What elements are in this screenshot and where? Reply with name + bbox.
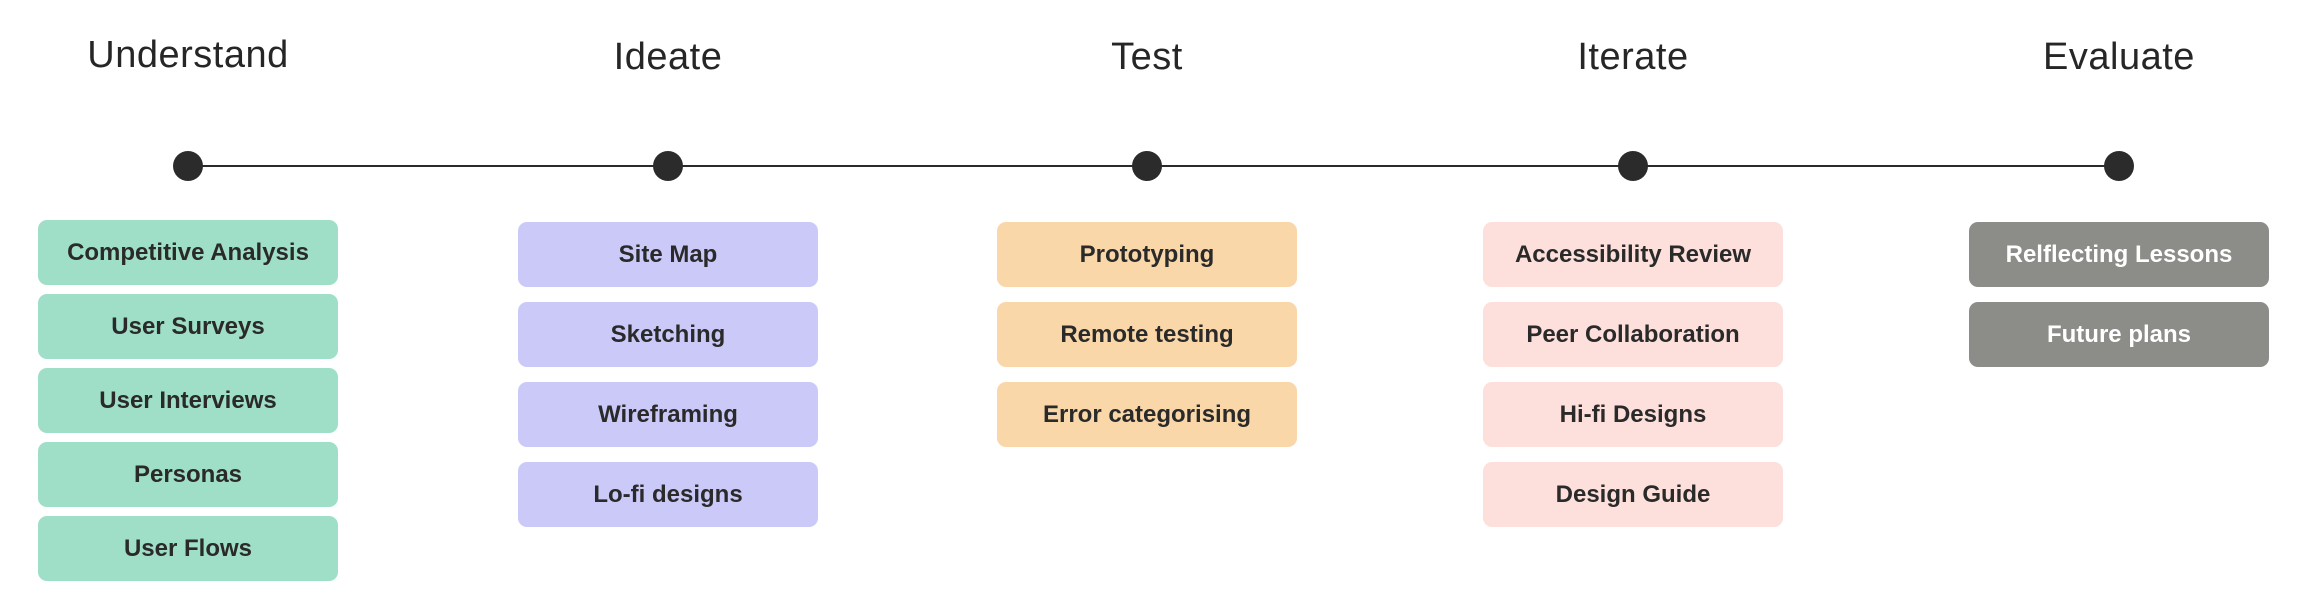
stage-card: User Interviews <box>38 368 338 433</box>
timeline-node <box>653 151 683 181</box>
timeline-node <box>2104 151 2134 181</box>
stage-card: Design Guide <box>1483 462 1783 527</box>
stage-card: User Surveys <box>38 294 338 359</box>
stage-card: Accessibility Review <box>1483 222 1783 287</box>
stage-card: Prototyping <box>997 222 1297 287</box>
stage-card: Hi-fi Designs <box>1483 382 1783 447</box>
stage-title: Ideate <box>613 36 723 78</box>
timeline-node <box>173 151 203 181</box>
stage-card: User Flows <box>38 516 338 581</box>
stage-title: Iterate <box>1577 36 1689 78</box>
stage-card: Personas <box>38 442 338 507</box>
stage-card: Relflecting Lessons <box>1969 222 2269 287</box>
stage-title: Evaluate <box>2043 36 2195 78</box>
timeline-node <box>1618 151 1648 181</box>
stage-card: Remote testing <box>997 302 1297 367</box>
stage-card: Sketching <box>518 302 818 367</box>
stage-card: Peer Collaboration <box>1483 302 1783 367</box>
stage-title: Understand <box>87 34 289 76</box>
stage-card: Wireframing <box>518 382 818 447</box>
stage-card: Competitive Analysis <box>38 220 338 285</box>
stage-card: Future plans <box>1969 302 2269 367</box>
stage-title: Test <box>1111 36 1183 78</box>
stage-card: Error categorising <box>997 382 1297 447</box>
stage-card: Site Map <box>518 222 818 287</box>
stage-card: Lo-fi designs <box>518 462 818 527</box>
timeline-node <box>1132 151 1162 181</box>
